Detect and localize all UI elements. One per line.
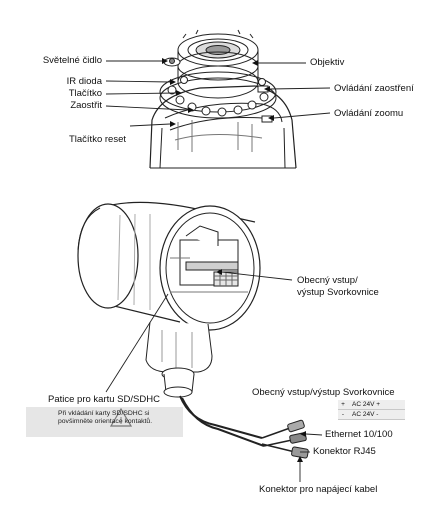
- cables-drawing: [179, 395, 309, 459]
- svg-text:!: !: [120, 416, 123, 427]
- terminal-block: + AC 24V + - AC 24V -: [338, 400, 405, 420]
- button-label: Tlačítko: [68, 88, 102, 99]
- terminal-sign: +: [341, 401, 345, 408]
- terminal-row: + AC 24V +: [338, 400, 405, 410]
- lens-label: Objektiv: [310, 57, 345, 68]
- sd-slot-label: Patice pro kartu SD/SDHC: [48, 394, 160, 405]
- io-terminal-label-line2: výstup Svorkovnice: [297, 287, 379, 298]
- leader-lines: [105, 60, 331, 482]
- light-sensor-label: Světelné čidlo: [42, 55, 102, 66]
- ethernet-label: Ethernet 10/100: [325, 429, 393, 440]
- rj45-label: Konektor RJ45: [313, 446, 376, 457]
- upper-camera-drawing: [149, 29, 297, 169]
- terminal-text: AC 24V +: [352, 401, 381, 408]
- sd-note-text: Při vkládání karty SD/SDHC si povšimněte…: [58, 410, 153, 425]
- io-terminal-label-line1: Obecný vstup/: [297, 275, 358, 286]
- reset-button-label: Tlačítko reset: [68, 134, 126, 145]
- leader-arrowheads: [162, 58, 306, 462]
- power-connector-label: Konektor pro napájecí kabel: [259, 484, 378, 495]
- lower-camera-drawing: [77, 201, 261, 398]
- terminal-row: - AC 24V -: [338, 410, 405, 420]
- focus-control-label: Ovládání zaostření: [334, 83, 414, 94]
- sd-note-box: [26, 407, 183, 437]
- zoom-control-label: Ovládání zoomu: [334, 108, 404, 119]
- terminal-text: AC 24V -: [352, 411, 379, 418]
- terminal-sign: -: [341, 411, 345, 418]
- warning-icon: !: [110, 407, 132, 427]
- focus-label: Zaostřit: [70, 100, 102, 111]
- ir-diode-label: IR dioda: [66, 76, 102, 87]
- io-terminal-label-bottom: Obecný vstup/výstup Svorkovnice: [252, 387, 395, 398]
